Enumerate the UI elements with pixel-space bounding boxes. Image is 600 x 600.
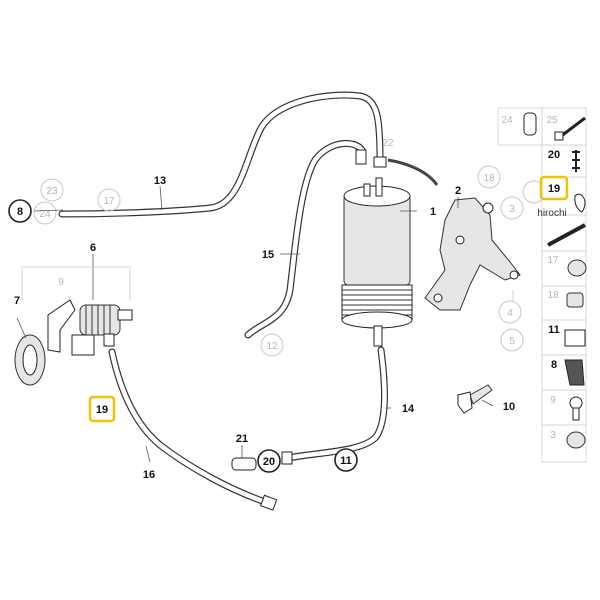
side-row-19: 19 bbox=[548, 183, 560, 195]
callout-23-grey: 23 bbox=[46, 186, 58, 197]
hose-15 bbox=[244, 139, 367, 339]
bracket bbox=[424, 197, 521, 311]
callout-9-grey: 9 bbox=[58, 277, 64, 288]
side-row-24: 24 bbox=[501, 115, 513, 126]
callout-10: 10 bbox=[503, 401, 515, 413]
callout-24-grey: 24 bbox=[39, 209, 51, 220]
pipe-21 bbox=[231, 457, 257, 471]
highlight-box-side bbox=[539, 175, 569, 201]
fuel-filter bbox=[341, 177, 413, 347]
hose-22 bbox=[387, 158, 439, 186]
valve-assembly bbox=[14, 299, 133, 386]
side-row-20: 20 bbox=[548, 149, 560, 161]
callout-4-grey: 4 bbox=[507, 308, 513, 319]
side-row-17: 17 bbox=[547, 255, 559, 266]
callout-17-grey: 17 bbox=[103, 196, 115, 207]
callout-11: 11 bbox=[340, 455, 352, 467]
callout-8: 8 bbox=[17, 206, 23, 218]
side-row-11: 11 bbox=[548, 324, 560, 336]
callout-7: 7 bbox=[14, 295, 20, 307]
callout-19-main: 19 bbox=[96, 404, 108, 416]
callout-2: 2 bbox=[455, 185, 461, 197]
grey-callouts bbox=[33, 165, 546, 357]
watermark: hirochi bbox=[537, 208, 566, 219]
callout-3-grey: 3 bbox=[509, 204, 515, 215]
side-row-25: 25 bbox=[546, 115, 558, 126]
clip-10 bbox=[457, 384, 493, 414]
hose-13 bbox=[58, 91, 387, 218]
callout-14: 14 bbox=[402, 403, 415, 415]
side-row-18: 18 bbox=[547, 290, 559, 301]
callout-15: 15 bbox=[262, 249, 274, 261]
callout-1: 1 bbox=[430, 206, 436, 218]
callout-12-grey: 12 bbox=[266, 341, 278, 352]
leader-lines bbox=[16, 185, 514, 463]
callout-5-grey: 5 bbox=[509, 336, 515, 347]
callout-13: 13 bbox=[154, 175, 166, 187]
callout-18-grey: 18 bbox=[483, 173, 495, 184]
callout-20: 20 bbox=[263, 456, 275, 468]
callout-16: 16 bbox=[143, 469, 155, 481]
callout-21: 21 bbox=[236, 433, 248, 445]
callout-6: 6 bbox=[90, 242, 96, 254]
highlight-box-main bbox=[88, 395, 116, 423]
side-panel-parts bbox=[523, 112, 587, 449]
hose-14 bbox=[281, 346, 388, 465]
callout-22-grey: 22 bbox=[382, 138, 394, 149]
side-row-9: 9 bbox=[550, 395, 556, 406]
side-row-3: 3 bbox=[550, 430, 556, 441]
hose-16 bbox=[108, 348, 278, 511]
side-row-8: 8 bbox=[551, 359, 557, 371]
